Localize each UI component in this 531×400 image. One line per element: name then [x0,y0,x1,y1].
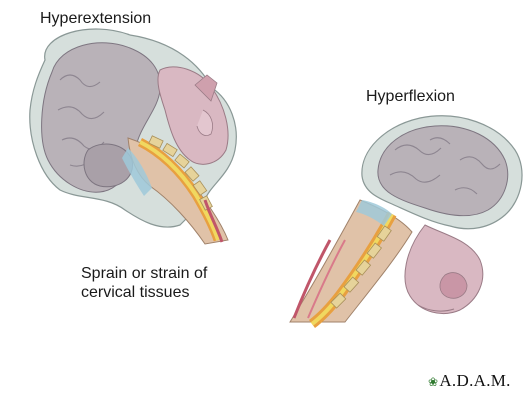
hyperflexion-illustration [290,116,522,324]
adam-logo: ❀A.D.A.M. [428,371,511,391]
adam-logo-text: A.D.A.M. [439,371,510,390]
hyperextension-illustration [30,29,237,244]
adam-leaf-logo-icon: ❀ [428,375,438,389]
hyperflexion-face-tissue [405,225,483,314]
